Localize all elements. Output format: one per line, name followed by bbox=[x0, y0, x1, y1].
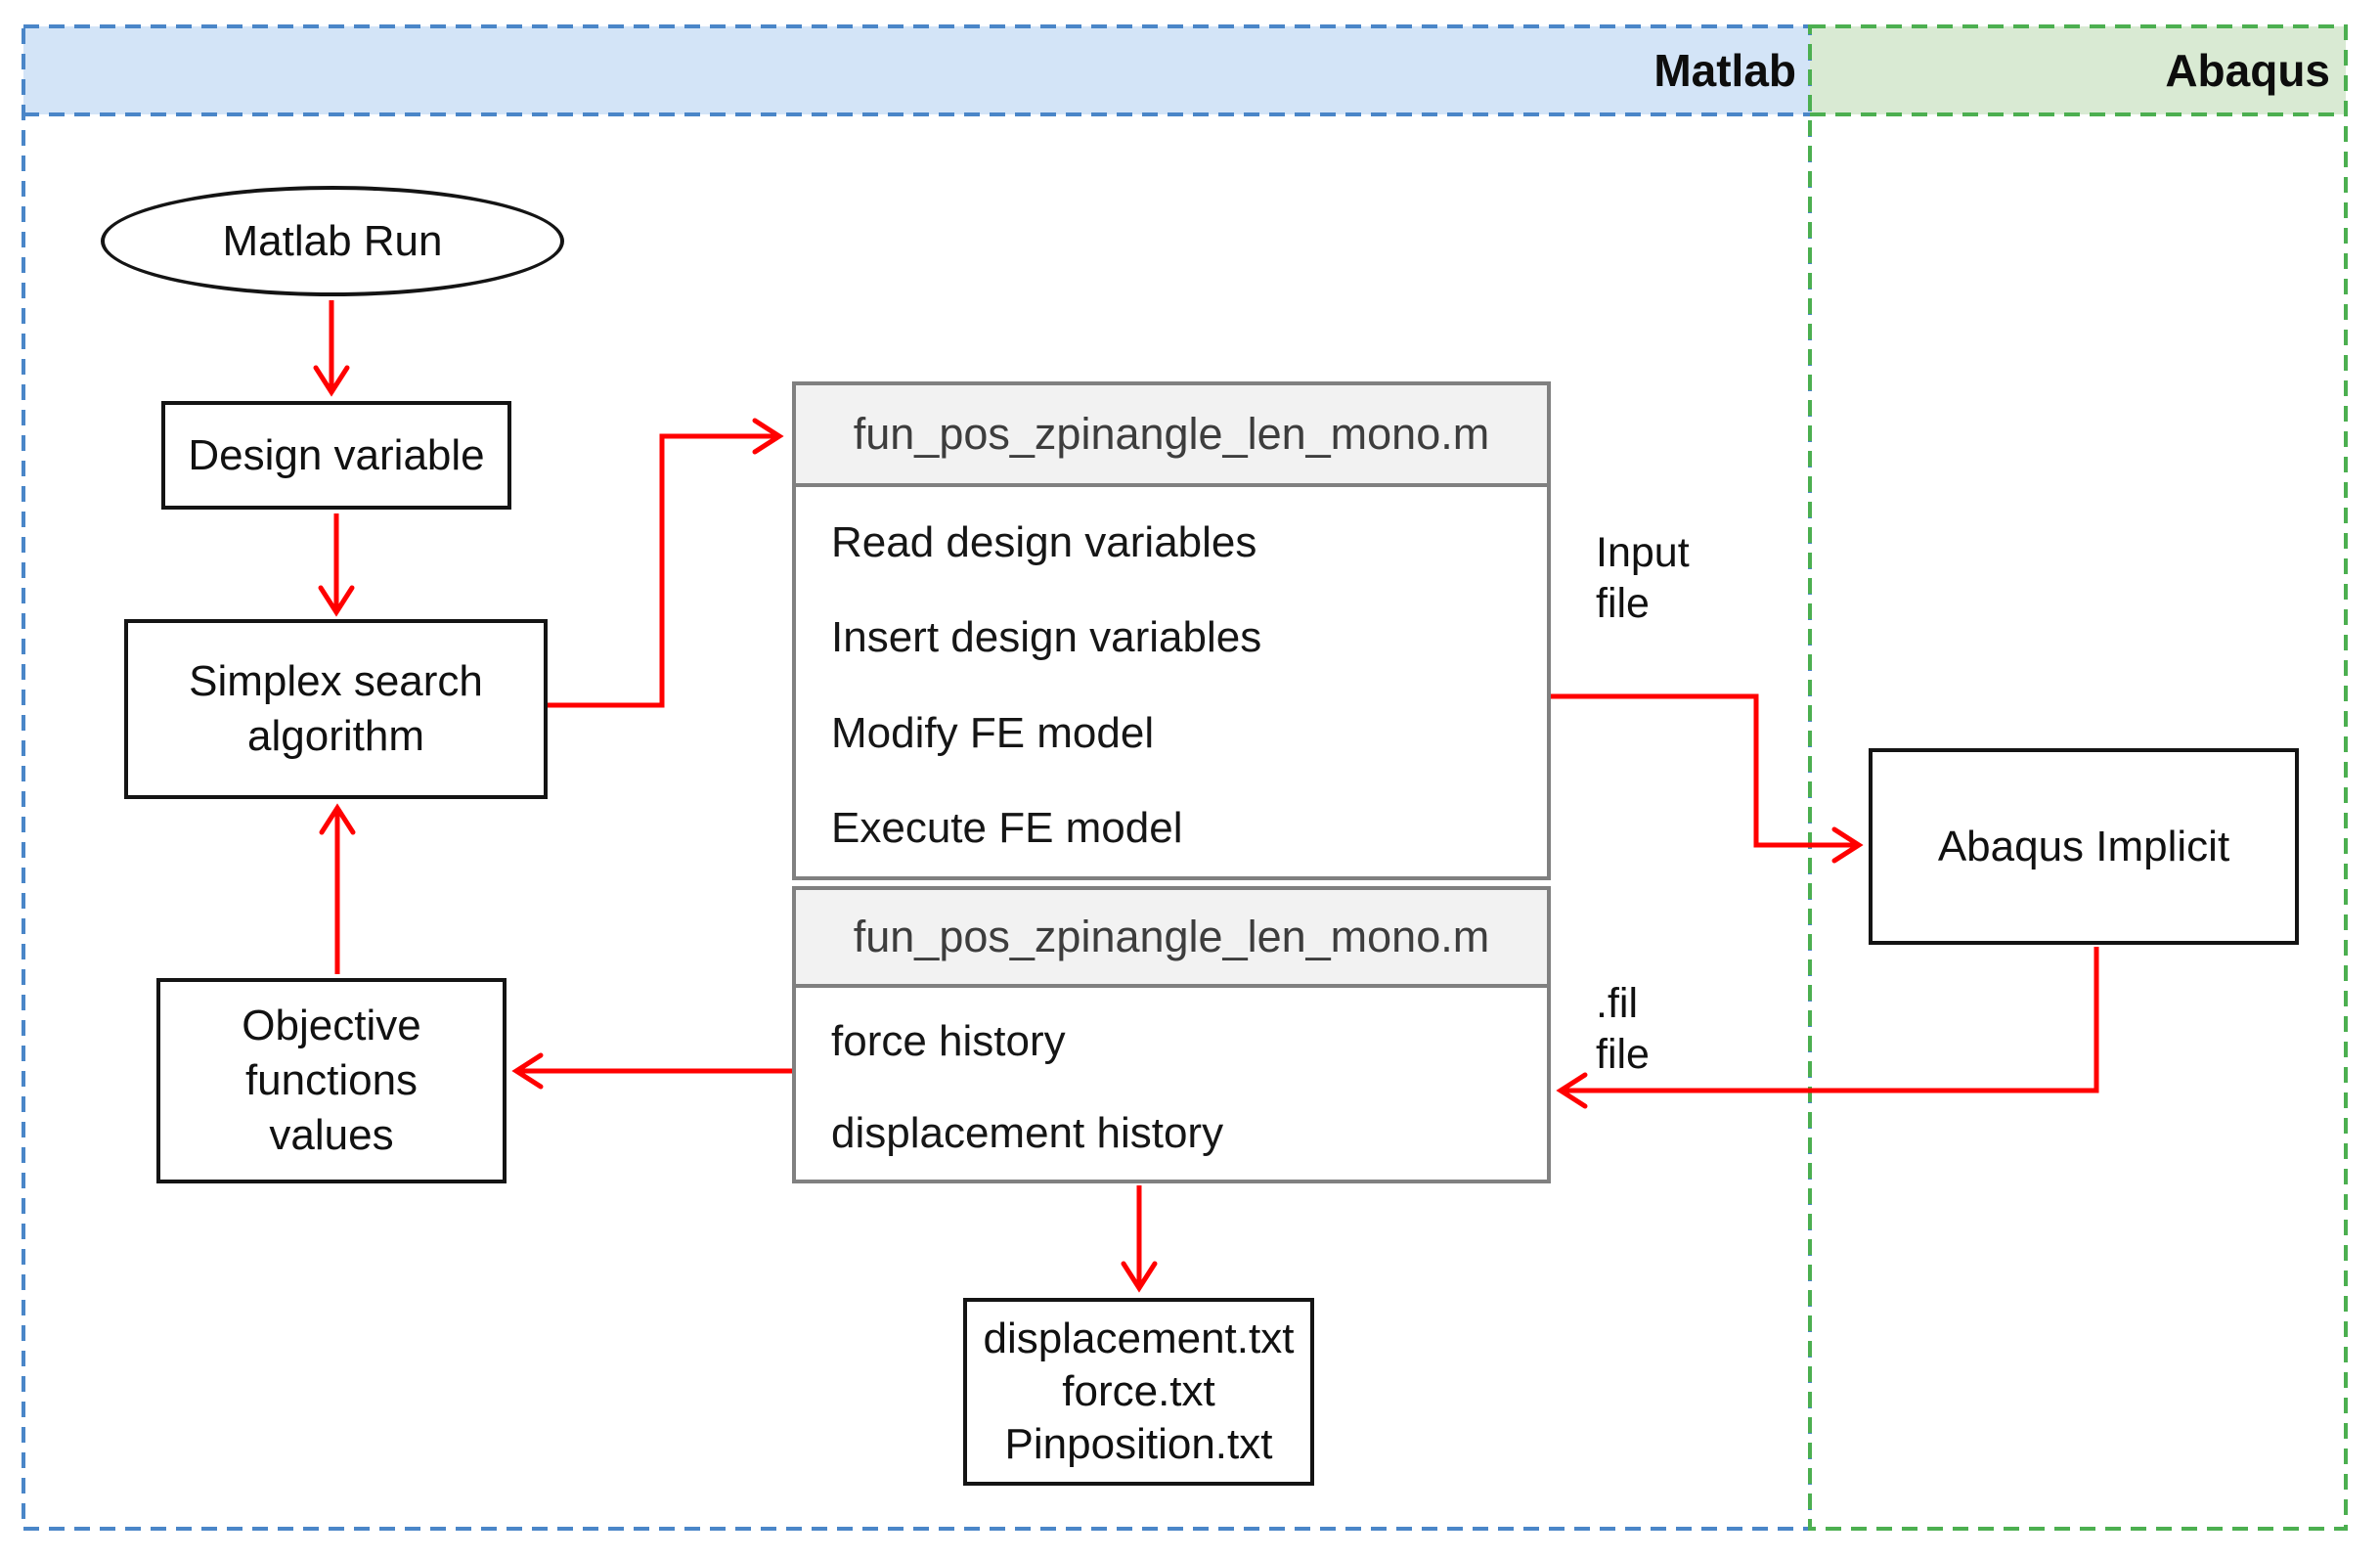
script-step: Read design variables bbox=[831, 517, 1257, 566]
node-objective-functions: Objective functions values bbox=[156, 978, 507, 1183]
arrow-script-to-abaqus-input-file bbox=[1551, 693, 1864, 864]
script-main-title: fun_pos_zpinangle_len_mono.m bbox=[853, 409, 1490, 459]
node-output-files: displacement.txt force.txt Pinposition.t… bbox=[963, 1298, 1314, 1486]
node-design-variable: Design variable bbox=[161, 401, 511, 510]
node-script-post: fun_pos_zpinangle_len_mono.m force histo… bbox=[792, 886, 1551, 1183]
abaqus-lane-label: Abaqus bbox=[2165, 45, 2330, 96]
node-simplex-search: Simplex search algorithm bbox=[124, 619, 548, 799]
script-post-body: force history displacement history bbox=[796, 988, 1547, 1180]
matlab-lane-border bbox=[22, 24, 1812, 1531]
script-main-body: Read design variables Insert design vari… bbox=[796, 487, 1547, 876]
abaqus-lane-border bbox=[1808, 24, 2348, 1531]
script-step: Execute FE model bbox=[831, 804, 1183, 853]
abaqus-implicit-label: Abaqus Implicit bbox=[1937, 822, 2230, 870]
script-step: force history bbox=[831, 1017, 1066, 1065]
edge-label-fil-file: .fil file bbox=[1596, 980, 1650, 1078]
output-files-label: displacement.txt force.txt Pinposition.t… bbox=[983, 1315, 1295, 1468]
script-step: Modify FE model bbox=[831, 708, 1155, 757]
node-matlab-run: Matlab Run bbox=[101, 186, 564, 296]
abaqus-lane-header: Abaqus bbox=[1810, 26, 2346, 114]
matlab-lane-header: Matlab bbox=[23, 26, 1810, 114]
node-abaqus-implicit: Abaqus Implicit bbox=[1869, 748, 2299, 945]
design-variable-label: Design variable bbox=[188, 430, 485, 479]
simplex-search-label: Simplex search algorithm bbox=[189, 657, 483, 760]
script-main-header: fun_pos_zpinangle_len_mono.m bbox=[796, 385, 1547, 487]
script-step: displacement history bbox=[831, 1109, 1224, 1157]
objective-functions-label: Objective functions values bbox=[242, 1002, 421, 1159]
matlab-lane-label: Matlab bbox=[1653, 45, 1796, 96]
matlab-run-label: Matlab Run bbox=[222, 216, 443, 265]
script-post-title: fun_pos_zpinangle_len_mono.m bbox=[853, 912, 1490, 961]
script-step: Insert design variables bbox=[831, 613, 1262, 662]
node-script-main: fun_pos_zpinangle_len_mono.m Read design… bbox=[792, 381, 1551, 880]
script-post-header: fun_pos_zpinangle_len_mono.m bbox=[796, 890, 1547, 988]
edge-label-input-file: Input file bbox=[1596, 529, 1690, 627]
arrow-abaqus-to-script-fil-file bbox=[1556, 947, 2099, 1109]
arrow-simplex-to-script bbox=[548, 418, 784, 708]
